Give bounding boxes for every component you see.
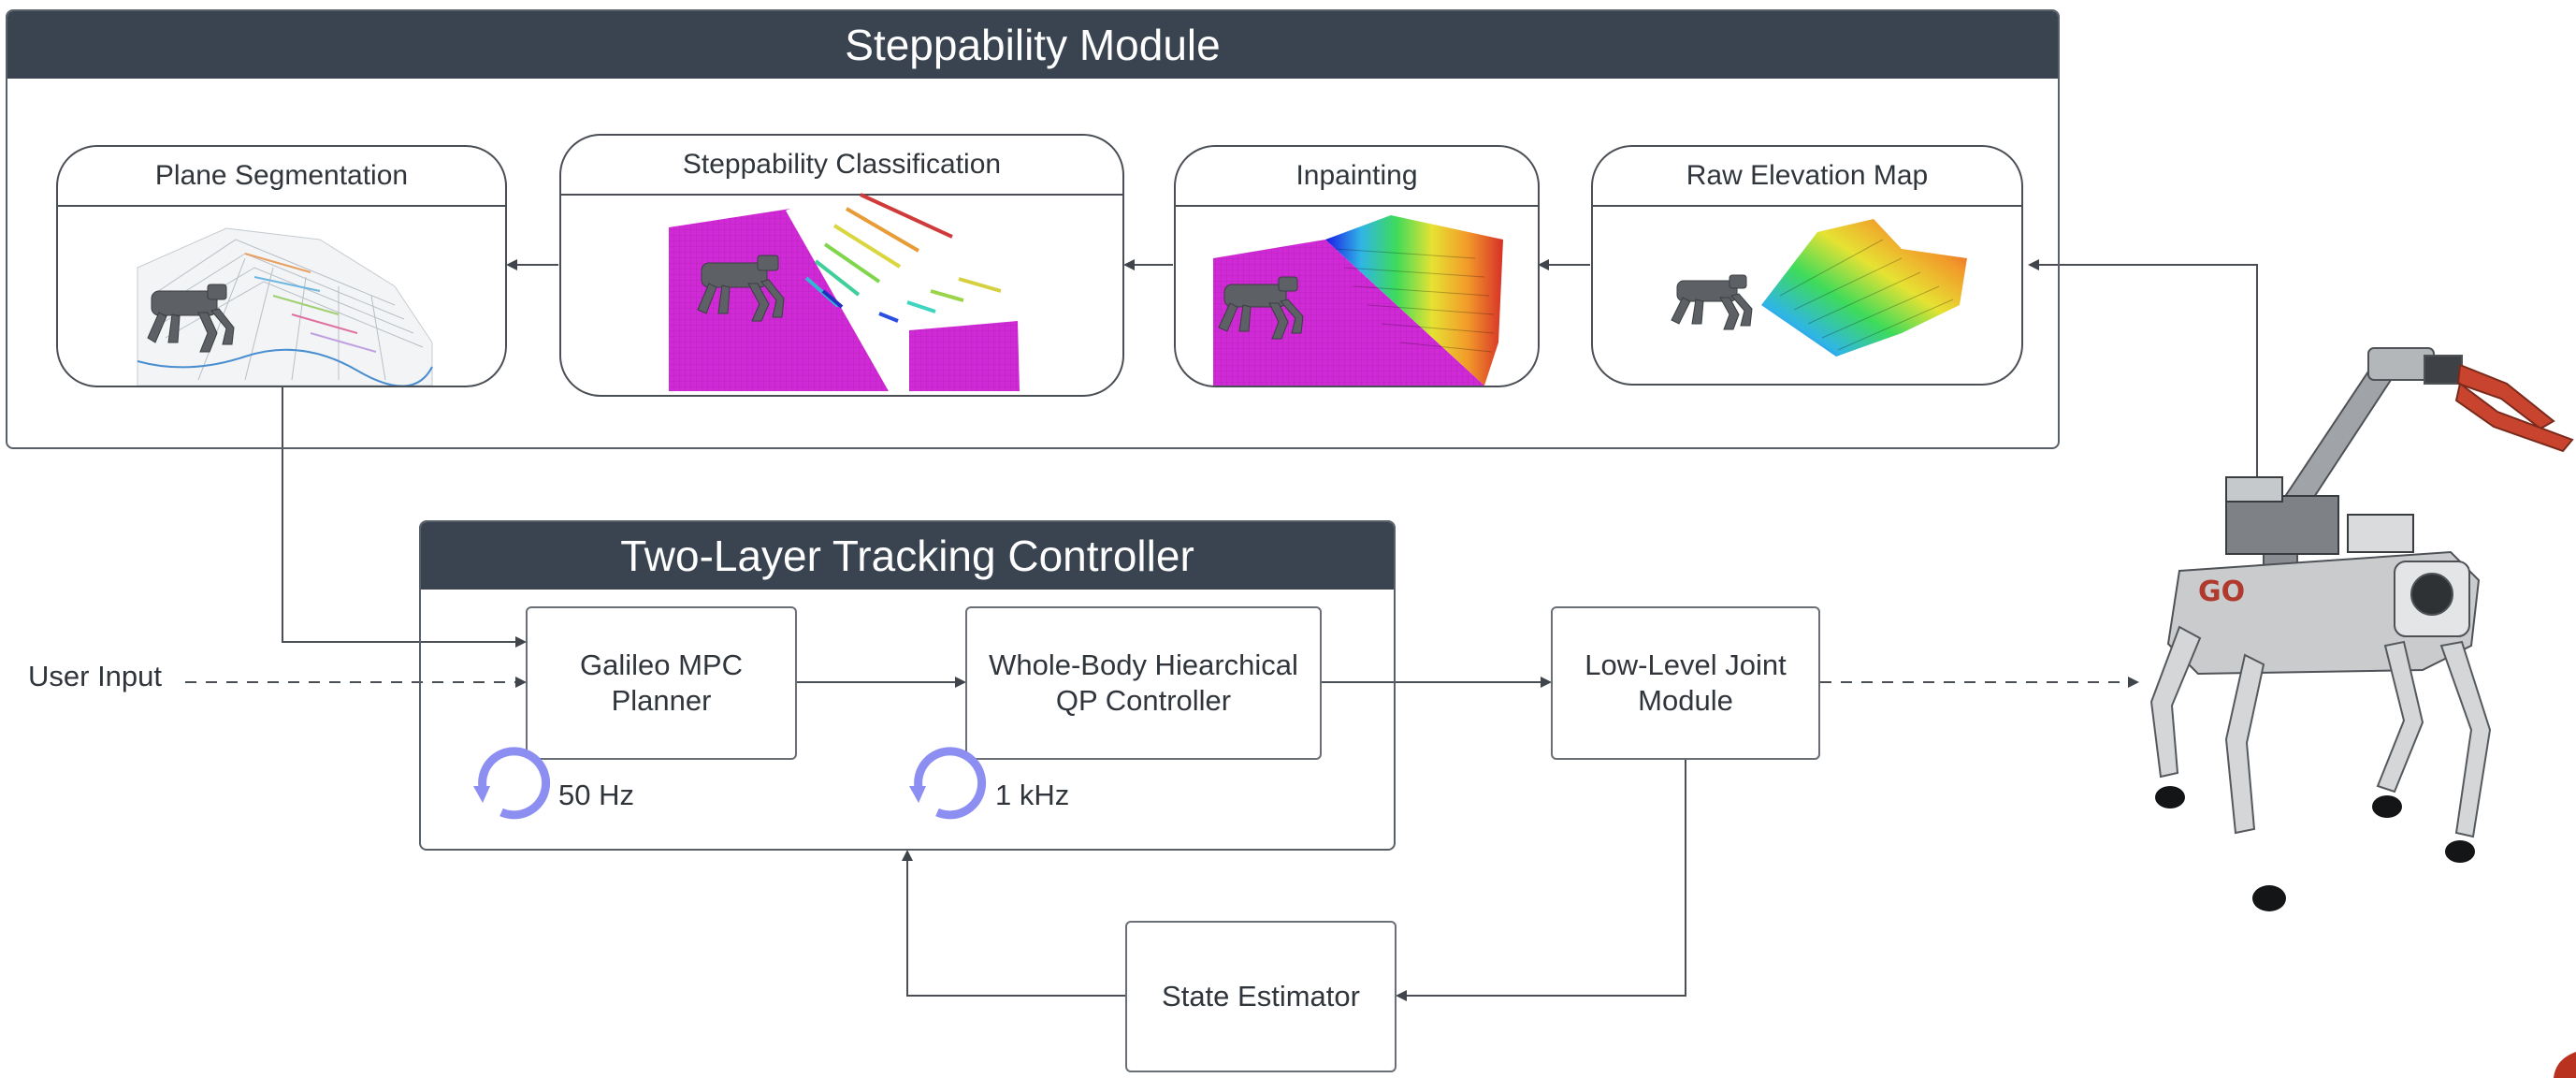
steppability-classification-image <box>669 193 1020 391</box>
steppability-module-header: Steppability Module <box>7 11 2058 79</box>
panel-classification-title: Steppability Classification <box>561 136 1122 196</box>
panel-raw-elevation-map: Raw Elevation Map <box>1591 145 2023 386</box>
state-estimator-label: State Estimator <box>1162 980 1360 1012</box>
arrow-plane-to-mpc <box>282 386 527 648</box>
raw-elevation-map-image <box>1671 219 1967 357</box>
low-level-joint-module-box: Low-Level Joint Module <box>1551 606 1820 760</box>
panel-inpainting: Inpainting <box>1174 145 1540 387</box>
loop-icon-mpc <box>473 747 551 820</box>
steppability-module: Steppability Module <box>6 9 2060 449</box>
plane-segmentation-image <box>137 227 433 386</box>
qp-controller-label: Whole-Body Hiearchical QP Controller <box>989 648 1298 717</box>
user-input-label: User Input <box>28 660 163 692</box>
qp-rate-label: 1 kHz <box>995 779 1070 811</box>
panel-inpainting-title: Inpainting <box>1176 147 1538 207</box>
robot-body-text: GO <box>2198 575 2245 608</box>
galileo-mpc-planner-box: Galileo MPC Planner <box>526 606 797 760</box>
arrow-robot-to-raw-map <box>2028 259 2258 505</box>
galileo-mpc-planner-label: Galileo MPC Planner <box>580 648 743 717</box>
arrow-joint-to-state <box>1396 760 1686 1001</box>
corner-fragment <box>2554 1052 2576 1078</box>
state-estimator-box: State Estimator <box>1125 921 1397 1072</box>
panel-steppability-classification: Steppability Classification <box>559 134 1124 397</box>
quadruped-robot-image: GO <box>2149 347 2574 911</box>
tracking-controller-module: Two-Layer Tracking Controller <box>419 520 1396 851</box>
panel-plane-segmentation-title: Plane Segmentation <box>58 147 505 207</box>
qp-controller-box: Whole-Body Hiearchical QP Controller <box>965 606 1322 760</box>
low-level-joint-module-label: Low-Level Joint Module <box>1585 648 1787 717</box>
inpainting-image <box>1213 215 1503 386</box>
tracking-controller-title: Two-Layer Tracking Controller <box>620 532 1194 580</box>
tracking-controller-header: Two-Layer Tracking Controller <box>421 522 1394 590</box>
panel-plane-segmentation: Plane Segmentation <box>56 145 507 387</box>
steppability-module-title: Steppability Module <box>845 21 1221 69</box>
panel-raw-title: Raw Elevation Map <box>1593 147 2021 207</box>
mpc-rate-label: 50 Hz <box>558 779 634 811</box>
arrow-state-to-controller <box>902 850 1125 997</box>
loop-icon-qp <box>909 747 987 820</box>
